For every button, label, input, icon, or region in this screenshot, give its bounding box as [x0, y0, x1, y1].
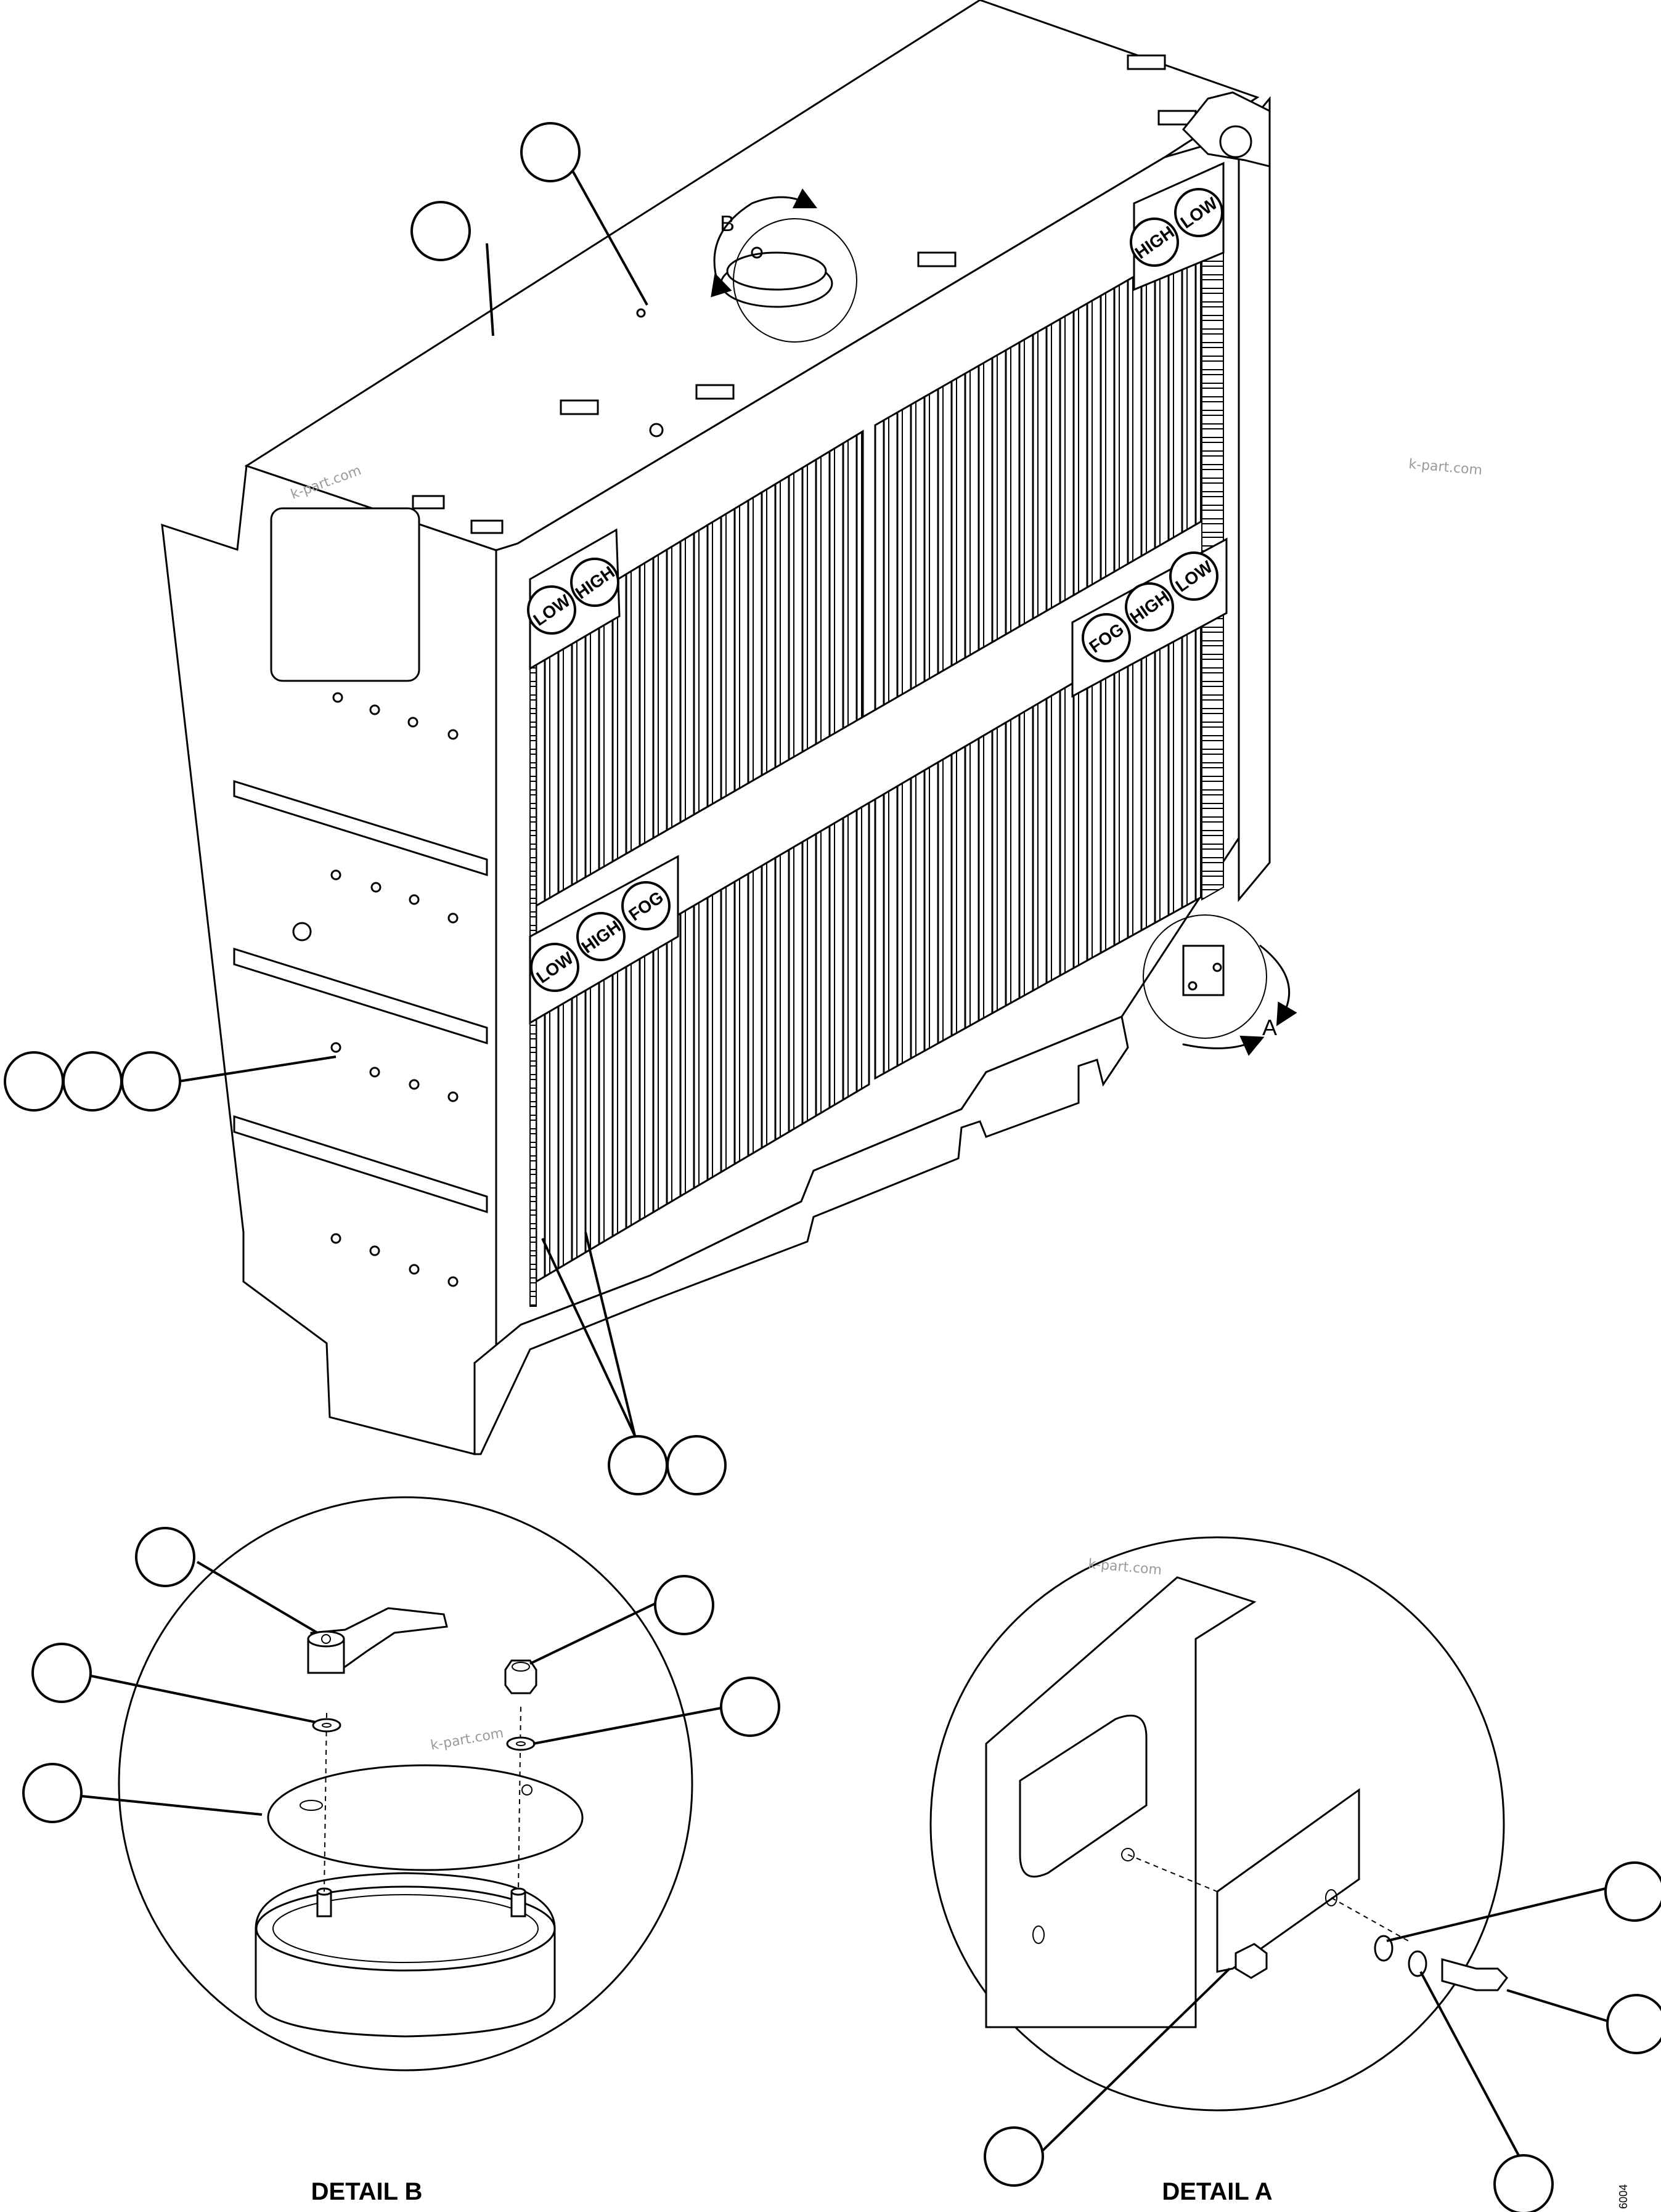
- washer-left: [312, 1718, 341, 1733]
- flange-bolt: [1235, 1943, 1268, 1979]
- callout-balloon: [62, 1051, 123, 1112]
- light-housings: HIGH LOW LOW HIGH FOG HIGH LOW: [527, 161, 1228, 1025]
- svg-text:A: A: [1262, 1015, 1277, 1040]
- callout-balloon: [608, 1435, 668, 1495]
- washer-right: [506, 1736, 536, 1751]
- drawing-code: 6004: [1617, 2184, 1630, 2209]
- radiator-assembly: HIGH LOW LOW HIGH FOG HIGH LOW: [4, 0, 1297, 1495]
- main-view-balloons: [4, 122, 727, 1495]
- lamp-high-upper-right: [1130, 218, 1179, 267]
- callout-balloon: [4, 1051, 64, 1112]
- callout-balloon: [1604, 1861, 1661, 1922]
- lamp-high-middle-right: [1125, 582, 1174, 632]
- lamp-low-lower-left: [530, 943, 579, 992]
- detail-a-caption: DETAIL A: [1162, 2178, 1272, 2205]
- callout-balloon: [135, 1527, 195, 1587]
- callout-balloon: [720, 1677, 780, 1737]
- detail-b-callout: B: [711, 188, 857, 343]
- mounting-bracket: [1216, 1788, 1360, 1973]
- lamp-low-upper-right: [1174, 188, 1223, 237]
- shroud-window: [270, 507, 420, 682]
- detail-b-circle: [118, 1496, 693, 2072]
- shroud-slots: [233, 779, 488, 1214]
- callout-balloon: [410, 201, 471, 261]
- watermark: k-part.com: [1408, 457, 1483, 478]
- lock-washer: [1408, 1950, 1427, 1977]
- callout-balloon: [31, 1643, 92, 1703]
- callout-balloon: [22, 1763, 83, 1823]
- detail-a-callout: A: [1143, 914, 1297, 1056]
- lamp-low-middle-right: [1169, 551, 1218, 601]
- grille-panels: [529, 221, 1224, 1307]
- lamp-high-lower-left: [576, 912, 626, 961]
- detail-a-view: DETAIL A: [929, 1536, 1661, 2212]
- washer: [1374, 1935, 1394, 1962]
- lamp-low-upper-left: [527, 585, 576, 635]
- detail-b-view: DETAIL B: [22, 1496, 780, 2205]
- cap-screw: [1441, 1958, 1508, 1991]
- callout-balloon: [654, 1575, 714, 1635]
- right-frame-edge: [1238, 96, 1271, 903]
- watermark: k-part.com: [1087, 1556, 1162, 1578]
- lamp-high-upper-left: [570, 558, 619, 607]
- shroud-fasteners: [292, 692, 459, 1287]
- callout-balloon: [984, 2126, 1044, 2187]
- watermark: k-part.com: [430, 1725, 505, 1753]
- cover-plate: [267, 1764, 584, 1871]
- bottom-skirt: [473, 1015, 1129, 1455]
- detail-a-circle: [929, 1536, 1505, 2112]
- lamp-fog-middle-right: [1082, 613, 1131, 662]
- callout-balloon: [520, 122, 581, 182]
- hex-nut: [504, 1659, 537, 1694]
- callout-balloon: [666, 1435, 727, 1495]
- callout-balloon: [1493, 2154, 1554, 2212]
- lamp-fog-lower-left: [621, 881, 671, 930]
- callout-balloon: [1606, 1994, 1661, 2054]
- svg-text:B: B: [720, 211, 735, 236]
- detail-b-caption: DETAIL B: [311, 2178, 423, 2205]
- callout-balloon: [121, 1051, 181, 1112]
